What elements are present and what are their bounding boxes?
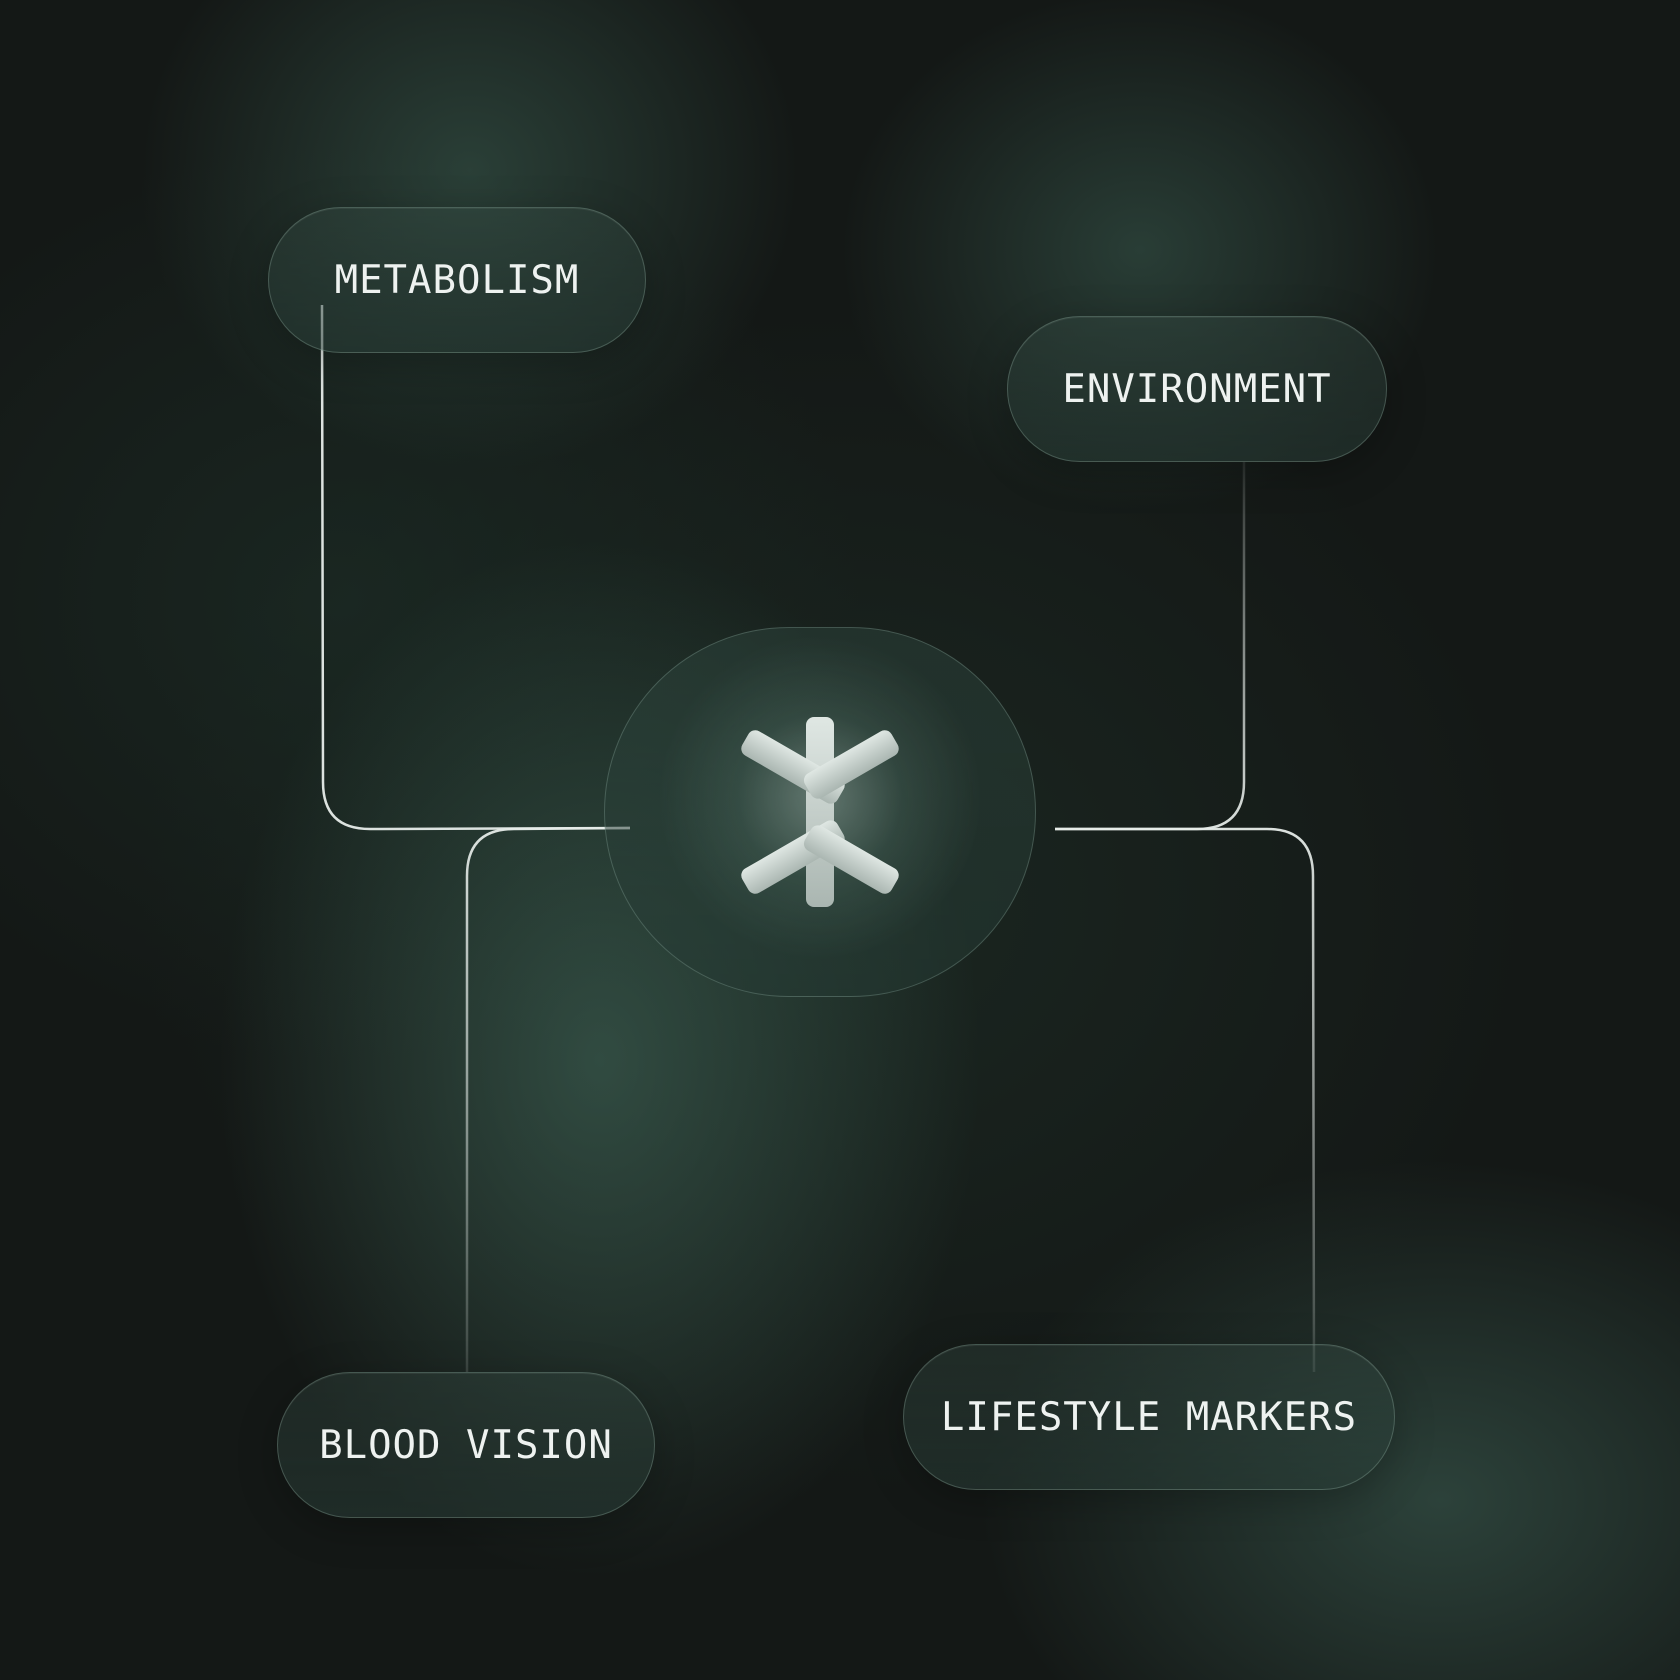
node-blood-vision-label: BLOOD VISION (319, 1422, 613, 1468)
connector-metabolism (320, 304, 631, 831)
connector-blood-vision (465, 826, 631, 1372)
node-metabolism-label: METABOLISM (334, 257, 580, 303)
node-metabolism[interactable]: METABOLISM (268, 207, 646, 353)
center-hub[interactable] (604, 627, 1036, 997)
node-blood-vision[interactable]: BLOOD VISION (277, 1372, 655, 1518)
node-environment[interactable]: ENVIRONMENT (1007, 316, 1387, 462)
node-environment-label: ENVIRONMENT (1062, 366, 1332, 412)
connector-lifestyle-markers (1055, 827, 1316, 1373)
node-lifestyle-markers-label: LIFESTYLE MARKERS (940, 1394, 1358, 1440)
node-lifestyle-markers[interactable]: LIFESTYLE MARKERS (903, 1344, 1395, 1490)
asterisk-logo-icon (741, 717, 899, 907)
connector-environment (1055, 462, 1246, 831)
